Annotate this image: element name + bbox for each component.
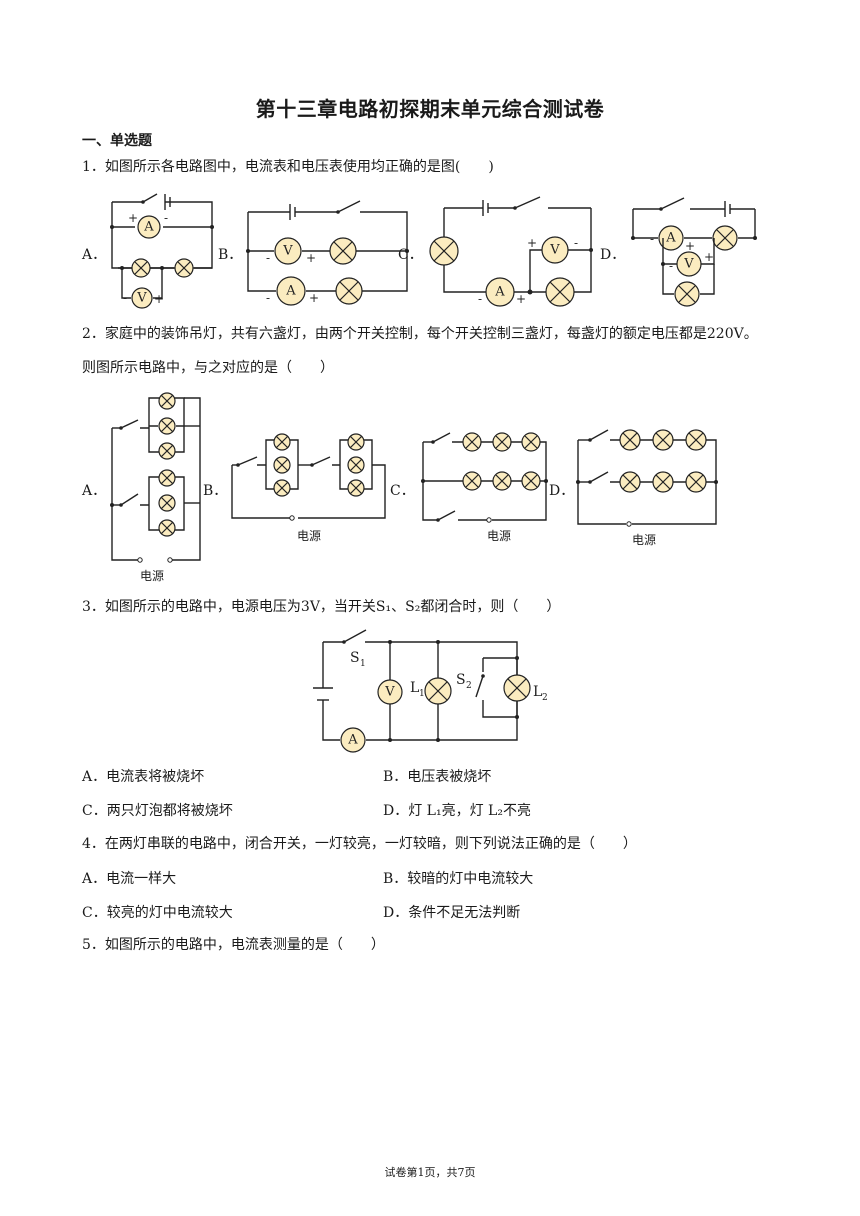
svg-text:1: 1 [419,689,425,699]
svg-text:-: - [478,292,482,306]
svg-text:+: + [685,239,695,253]
q3-option-c[interactable]: C．两只灯泡都将被烧坏 [82,803,233,819]
svg-text:A: A [285,284,296,299]
page-footer: 试卷第1页，共7页 [384,1166,476,1179]
svg-text:V: V [282,244,293,259]
svg-text:+: + [527,236,537,250]
svg-text:电源: 电源 [632,533,656,547]
svg-text:+: + [516,292,526,306]
question-2-text-line1: 2．家庭中的装饰吊灯，共有六盏灯，由两个开关控制，每个开关控制三盏灯，每盏灯的额… [82,326,758,342]
svg-text:电源: 电源 [140,569,164,583]
q2-label-a: A． [82,483,107,499]
q1-label-c: C． [398,247,423,263]
svg-text:2: 2 [542,693,548,703]
svg-text:2: 2 [466,681,472,691]
svg-text:L: L [533,684,542,700]
question-1-text: 1．如图所示各电路图中，电流表和电压表使用均正确的是图( ) [82,159,494,175]
q3-option-d[interactable]: D．灯 L₁亮，灯 L₂不亮 [383,803,531,819]
svg-text:S: S [456,672,466,688]
svg-text:+: + [704,250,714,264]
q1-label-a: A． [82,247,107,263]
svg-text:V: V [549,243,560,258]
question-3-text: 3．如图所示的电路中，电源电压为3V，当开关S₁、S₂都闭合时，则（ ） [82,599,561,615]
page-title: 第十三章电路初探期末单元综合测试卷 [255,97,605,121]
svg-text:V: V [384,685,395,700]
svg-text:-: - [650,232,654,246]
svg-text:V: V [136,291,147,306]
svg-text:-: - [123,291,127,305]
q4-option-b[interactable]: B．较暗的灯中电流较大 [383,871,534,887]
q2-label-c: C． [390,483,415,499]
svg-text:+: + [154,292,164,306]
question-4-text: 4．在两灯串联的电路中，闭合开关，一灯较亮，一灯较暗，则下列说法正确的是（ ） [82,836,637,852]
q4-option-c[interactable]: C．较亮的灯中电流较大 [82,905,233,921]
svg-text:+: + [128,211,138,225]
svg-text:+: + [306,251,316,265]
svg-text:L: L [410,680,419,696]
svg-text:S: S [350,650,360,666]
question-2-text-line2: 则图所示电路中，与之对应的是（ ） [82,360,334,376]
svg-text:A: A [494,285,505,300]
question-5-text: 5．如图所示的电路中，电流表测量的是（ ） [82,937,385,953]
q1-label-b: B． [218,247,243,263]
q4-option-d[interactable]: D．条件不足无法判断 [383,905,521,921]
svg-text:-: - [574,236,578,250]
svg-text:-: - [669,259,673,273]
svg-text:电源: 电源 [487,529,511,543]
svg-text:+: + [309,291,319,305]
q2-label-b: B． [203,483,228,499]
svg-text:-: - [164,211,168,225]
q4-option-a[interactable]: A．电流一样大 [82,871,177,887]
svg-text:电源: 电源 [297,529,321,543]
q2-label-d: D． [549,483,575,499]
q3-option-a[interactable]: A．电流表将被烧坏 [82,769,205,785]
q3-option-b[interactable]: B．电压表被烧坏 [383,769,492,785]
svg-text:V: V [683,257,694,272]
svg-text:-: - [266,251,270,265]
svg-text:1: 1 [360,659,366,669]
section-heading: 一、单选题 [82,133,152,149]
svg-text:A: A [665,231,676,246]
svg-text:-: - [266,291,270,305]
svg-text:A: A [347,733,358,748]
q1-label-d: D． [600,247,626,263]
svg-text:A: A [143,220,154,235]
